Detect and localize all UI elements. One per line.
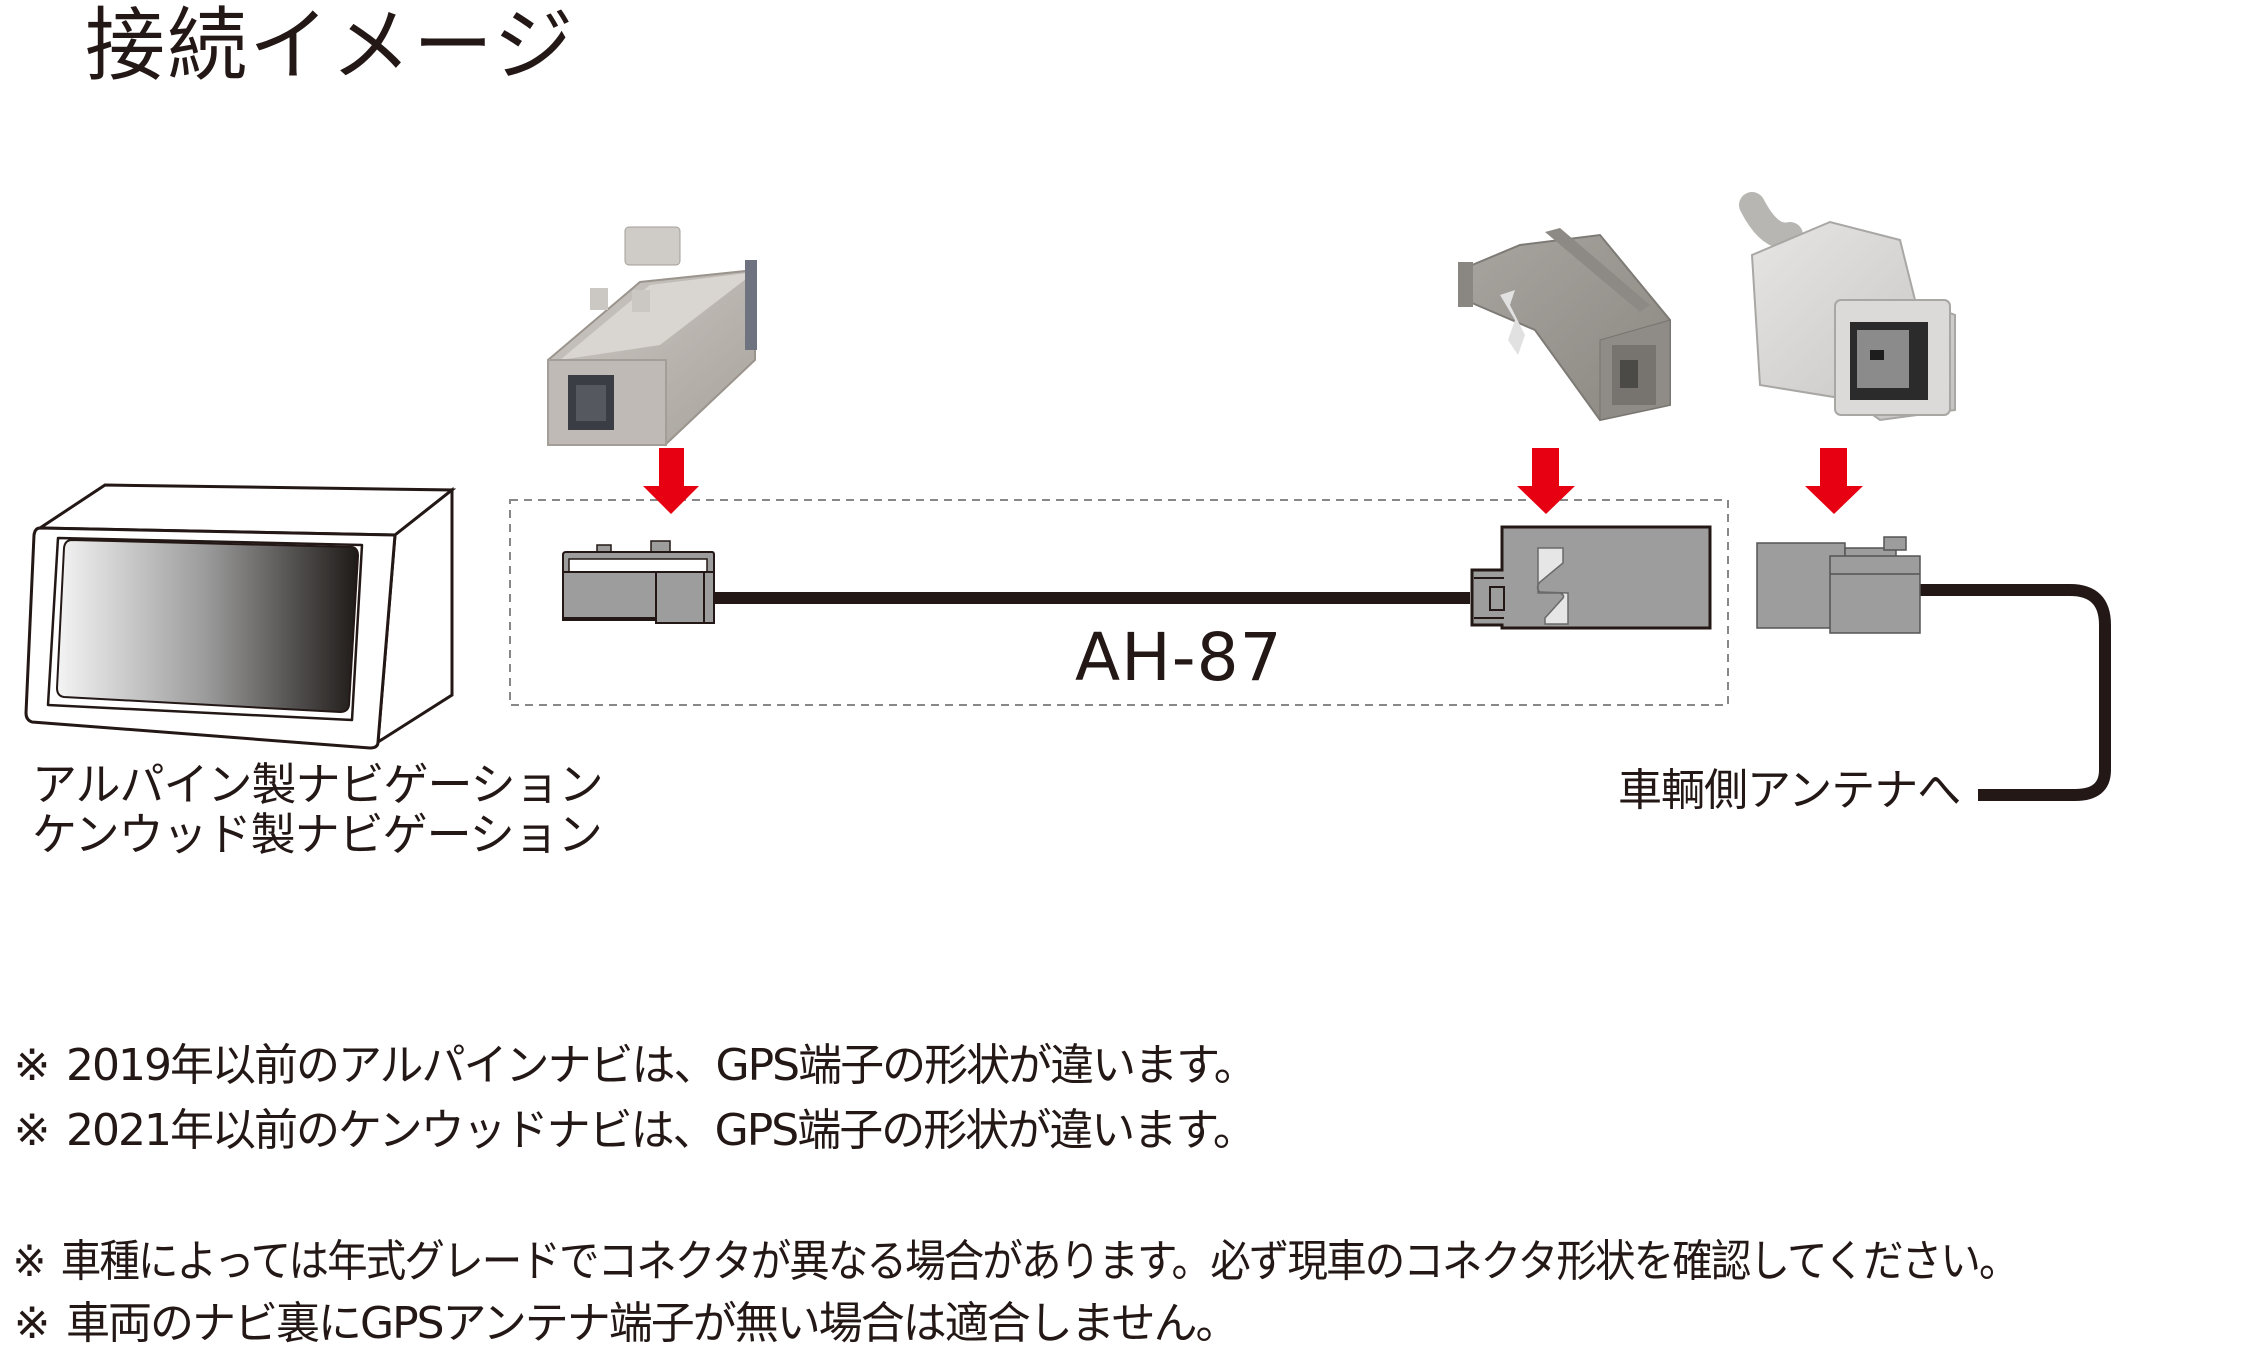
vehicle-antenna-connector-drawing xyxy=(1756,536,1921,634)
adapter-vehicle-side-connector-drawing xyxy=(1470,525,1712,630)
note-connector-check: ※ 車種によっては年式グレードでコネクタが異なる場合があります。必ず現車のコネクタ… xyxy=(0,1236,2020,1288)
antenna-label: 車輌側アンテナへ xyxy=(1618,765,1961,816)
note-mark: ※ xyxy=(13,1040,51,1091)
note-alpine-shape: ※ 2019年以前のアルパインナビは、GPS端子の形状が違います。 xyxy=(0,1040,1258,1092)
navigation-label-kenwood: ケンウッド製ナビゲーション xyxy=(32,808,603,861)
vehicle-antenna-connector-photo xyxy=(1739,192,1956,422)
page-title: 接続イメージ xyxy=(85,0,576,92)
arrow-down-icon xyxy=(1805,448,1863,514)
note-text: 車両のナビ裏にGPSアンテナ端子が無い場合は適合しません。 xyxy=(66,1298,1239,1349)
navi-side-connector-photo xyxy=(547,226,757,446)
product-boundary xyxy=(509,499,1729,706)
note-mark: ※ xyxy=(13,1298,51,1349)
adapter-vehicle-side-connector-photo xyxy=(1458,228,1671,422)
navigation-unit-illustration xyxy=(24,483,457,750)
note-text: 2021年以前のケンウッドナビは、GPS端子の形状が違います。 xyxy=(66,1105,1257,1156)
note-kenwood-shape: ※ 2021年以前のケンウッドナビは、GPS端子の形状が違います。 xyxy=(0,1105,1257,1157)
note-text: 車種によっては年式グレードでコネクタが異なる場合があります。必ず現車のコネクタ形… xyxy=(60,1236,2020,1287)
note-mark: ※ xyxy=(13,1105,51,1156)
insert-arrows xyxy=(643,448,1863,514)
note-no-terminal: ※ 車両のナビ裏にGPSアンテナ端子が無い場合は適合しません。 xyxy=(0,1298,1240,1350)
antenna-cable xyxy=(1920,584,2111,801)
note-mark: ※ xyxy=(12,1236,46,1287)
navi-side-connector-drawing xyxy=(562,540,715,624)
arrow-down-icon xyxy=(1517,448,1575,514)
navigation-label-alpine: アルパイン製ナビゲーション xyxy=(32,758,604,811)
arrow-down-icon xyxy=(643,448,699,514)
product-model-label: AH-87 xyxy=(1075,619,1283,696)
note-text: 2019年以前のアルパインナビは、GPS端子の形状が違います。 xyxy=(66,1040,1258,1091)
